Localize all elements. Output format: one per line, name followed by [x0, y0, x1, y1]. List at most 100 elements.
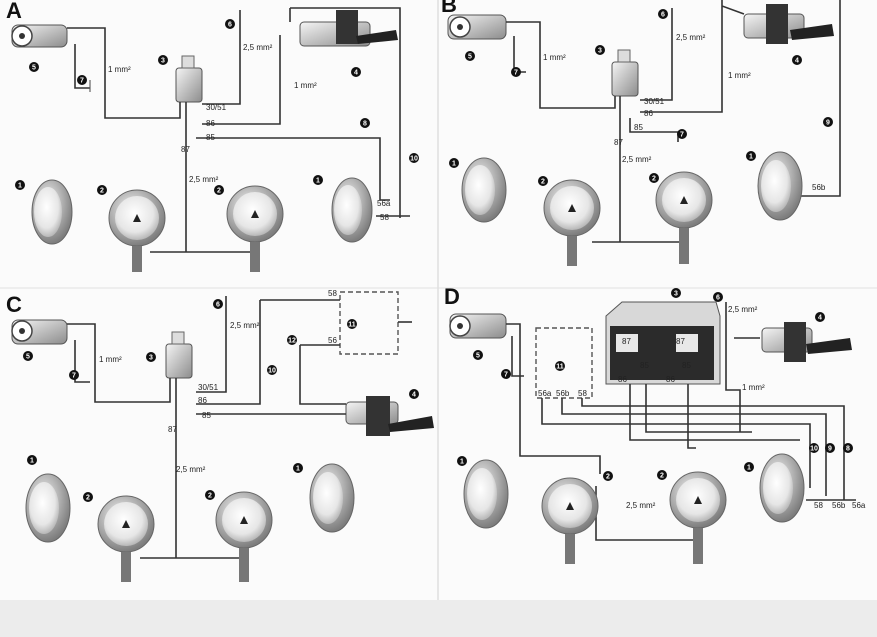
panel-d-label: 87 [676, 337, 685, 346]
panel-b-lamp-4 [757, 151, 803, 221]
panel-b-label: 1 mm² [728, 71, 751, 80]
panel-c-badge: 11 [347, 319, 357, 329]
panel-a-lamp-4 [331, 177, 373, 243]
panel-a-badge: 3 [158, 55, 168, 65]
svg-text:5: 5 [26, 354, 30, 361]
panel-a-badge: 8 [360, 118, 370, 128]
panel-d-label: 2,5 mm² [626, 501, 656, 510]
panel-a: A [6, 0, 419, 272]
svg-text:6: 6 [216, 302, 220, 309]
svg-text:7: 7 [72, 373, 76, 380]
panel-c-badge: 7 [69, 370, 79, 380]
panel-c-badge: 5 [23, 351, 33, 361]
panel-c-label: 87 [168, 425, 177, 434]
panel-b-label: 1 mm² [543, 53, 566, 62]
panel-c-label: 30/51 [198, 383, 219, 392]
panel-c-lamp-2 [97, 495, 155, 582]
panel-d-badge: 4 [815, 312, 825, 322]
svg-text:2: 2 [86, 495, 90, 502]
svg-text:2: 2 [660, 473, 664, 480]
panel-d-badge: 9 [825, 443, 835, 453]
panel-a-badge: 7 [77, 75, 87, 85]
panel-d-label: 85 [682, 361, 691, 370]
svg-text:1: 1 [747, 465, 751, 472]
panel-d-badge: 1 [744, 462, 754, 472]
panel-b-lamp-2 [543, 179, 601, 266]
panel-a-badge: 1 [15, 180, 25, 190]
panel-b-label: 85 [634, 123, 643, 132]
panel-d-switch [761, 322, 852, 362]
panel-c-control-box [339, 291, 399, 355]
panel-d-label: 56a [852, 501, 866, 510]
svg-text:1: 1 [18, 183, 22, 190]
panel-c-label: 1 mm² [99, 355, 122, 364]
svg-text:3: 3 [161, 58, 165, 65]
svg-text:4: 4 [795, 58, 799, 65]
panel-a-lamp-3 [226, 185, 284, 272]
panel-d-label: 1 mm² [742, 383, 765, 392]
panel-d-badge: 7 [501, 369, 511, 379]
panel-c-badge: 1 [27, 455, 37, 465]
panel-b-lamp-1 [461, 157, 507, 223]
panel-a-label: 2,5 mm² [189, 175, 219, 184]
panel-a-label: 1 mm² [294, 81, 317, 90]
svg-text:5: 5 [468, 54, 472, 61]
panel-b-badge: 4 [792, 55, 802, 65]
svg-text:1: 1 [460, 459, 464, 466]
panel-b-socket [447, 14, 507, 40]
panel-c-relay [165, 331, 193, 379]
panel-a-relay [175, 55, 203, 103]
panel-d-badge: 6 [713, 292, 723, 302]
panel-a-label: 87 [181, 145, 190, 154]
panel-c-badge: 1 [293, 463, 303, 473]
panel-b-badge: 1 [746, 151, 756, 161]
panel-d-badge: 1 [457, 456, 467, 466]
panel-c-label: 86 [198, 396, 207, 405]
svg-text:10: 10 [810, 446, 818, 453]
panel-a-socket [11, 24, 68, 48]
svg-text:5: 5 [476, 353, 480, 360]
panel-a-label: 2,5 mm² [243, 43, 273, 52]
panel-d-lamp-4 [759, 453, 805, 523]
panel-a-label: 1 mm² [108, 65, 131, 74]
panel-a-label: 85 [206, 133, 215, 142]
svg-text:2: 2 [606, 474, 610, 481]
svg-text:4: 4 [354, 70, 358, 77]
svg-text:7: 7 [514, 70, 518, 77]
panel-d-lamp-3 [669, 471, 727, 564]
panel-b-lamp-3 [655, 171, 713, 264]
panel-a-label: 56a [377, 199, 391, 208]
panel-d-badge: 5 [473, 350, 483, 360]
panel-c-label: 2,5 mm² [176, 465, 206, 474]
panel-a-badge: 10 [409, 153, 419, 163]
svg-text:10: 10 [268, 368, 276, 375]
panel-d-lamp-2 [541, 477, 599, 564]
panel-d-badge: 11 [555, 361, 565, 371]
panel-d-label: 86 [666, 375, 675, 384]
panel-b-label: 2,5 mm² [676, 33, 706, 42]
svg-text:1: 1 [749, 154, 753, 161]
panel-b-badge: 2 [538, 176, 548, 186]
svg-text:1: 1 [30, 458, 34, 465]
panel-d-label: 87 [622, 337, 631, 346]
panel-a-badge: 6 [225, 19, 235, 29]
svg-text:6: 6 [661, 12, 665, 19]
svg-text:2: 2 [541, 179, 545, 186]
svg-text:8: 8 [846, 446, 850, 453]
svg-text:3: 3 [674, 291, 678, 298]
panel-c-switch [345, 396, 434, 436]
panel-a-badge: 5 [29, 62, 39, 72]
panel-b-label: 87 [614, 138, 623, 147]
svg-text:7: 7 [680, 132, 684, 139]
panel-c-label: 2,5 mm² [230, 321, 260, 330]
svg-text:4: 4 [412, 392, 416, 399]
panel-d-lamp-1 [463, 459, 509, 529]
panel-d-label: 58 [578, 389, 587, 398]
panel-b-badge: 6 [658, 9, 668, 19]
panel-b-badge: 7 [511, 67, 521, 77]
panel-a-lamp-2 [108, 189, 166, 272]
panel-b-label: 30/51 [644, 97, 665, 106]
panel-a-badge: 2 [97, 185, 107, 195]
panel-c: C [6, 289, 434, 582]
svg-text:3: 3 [598, 48, 602, 55]
